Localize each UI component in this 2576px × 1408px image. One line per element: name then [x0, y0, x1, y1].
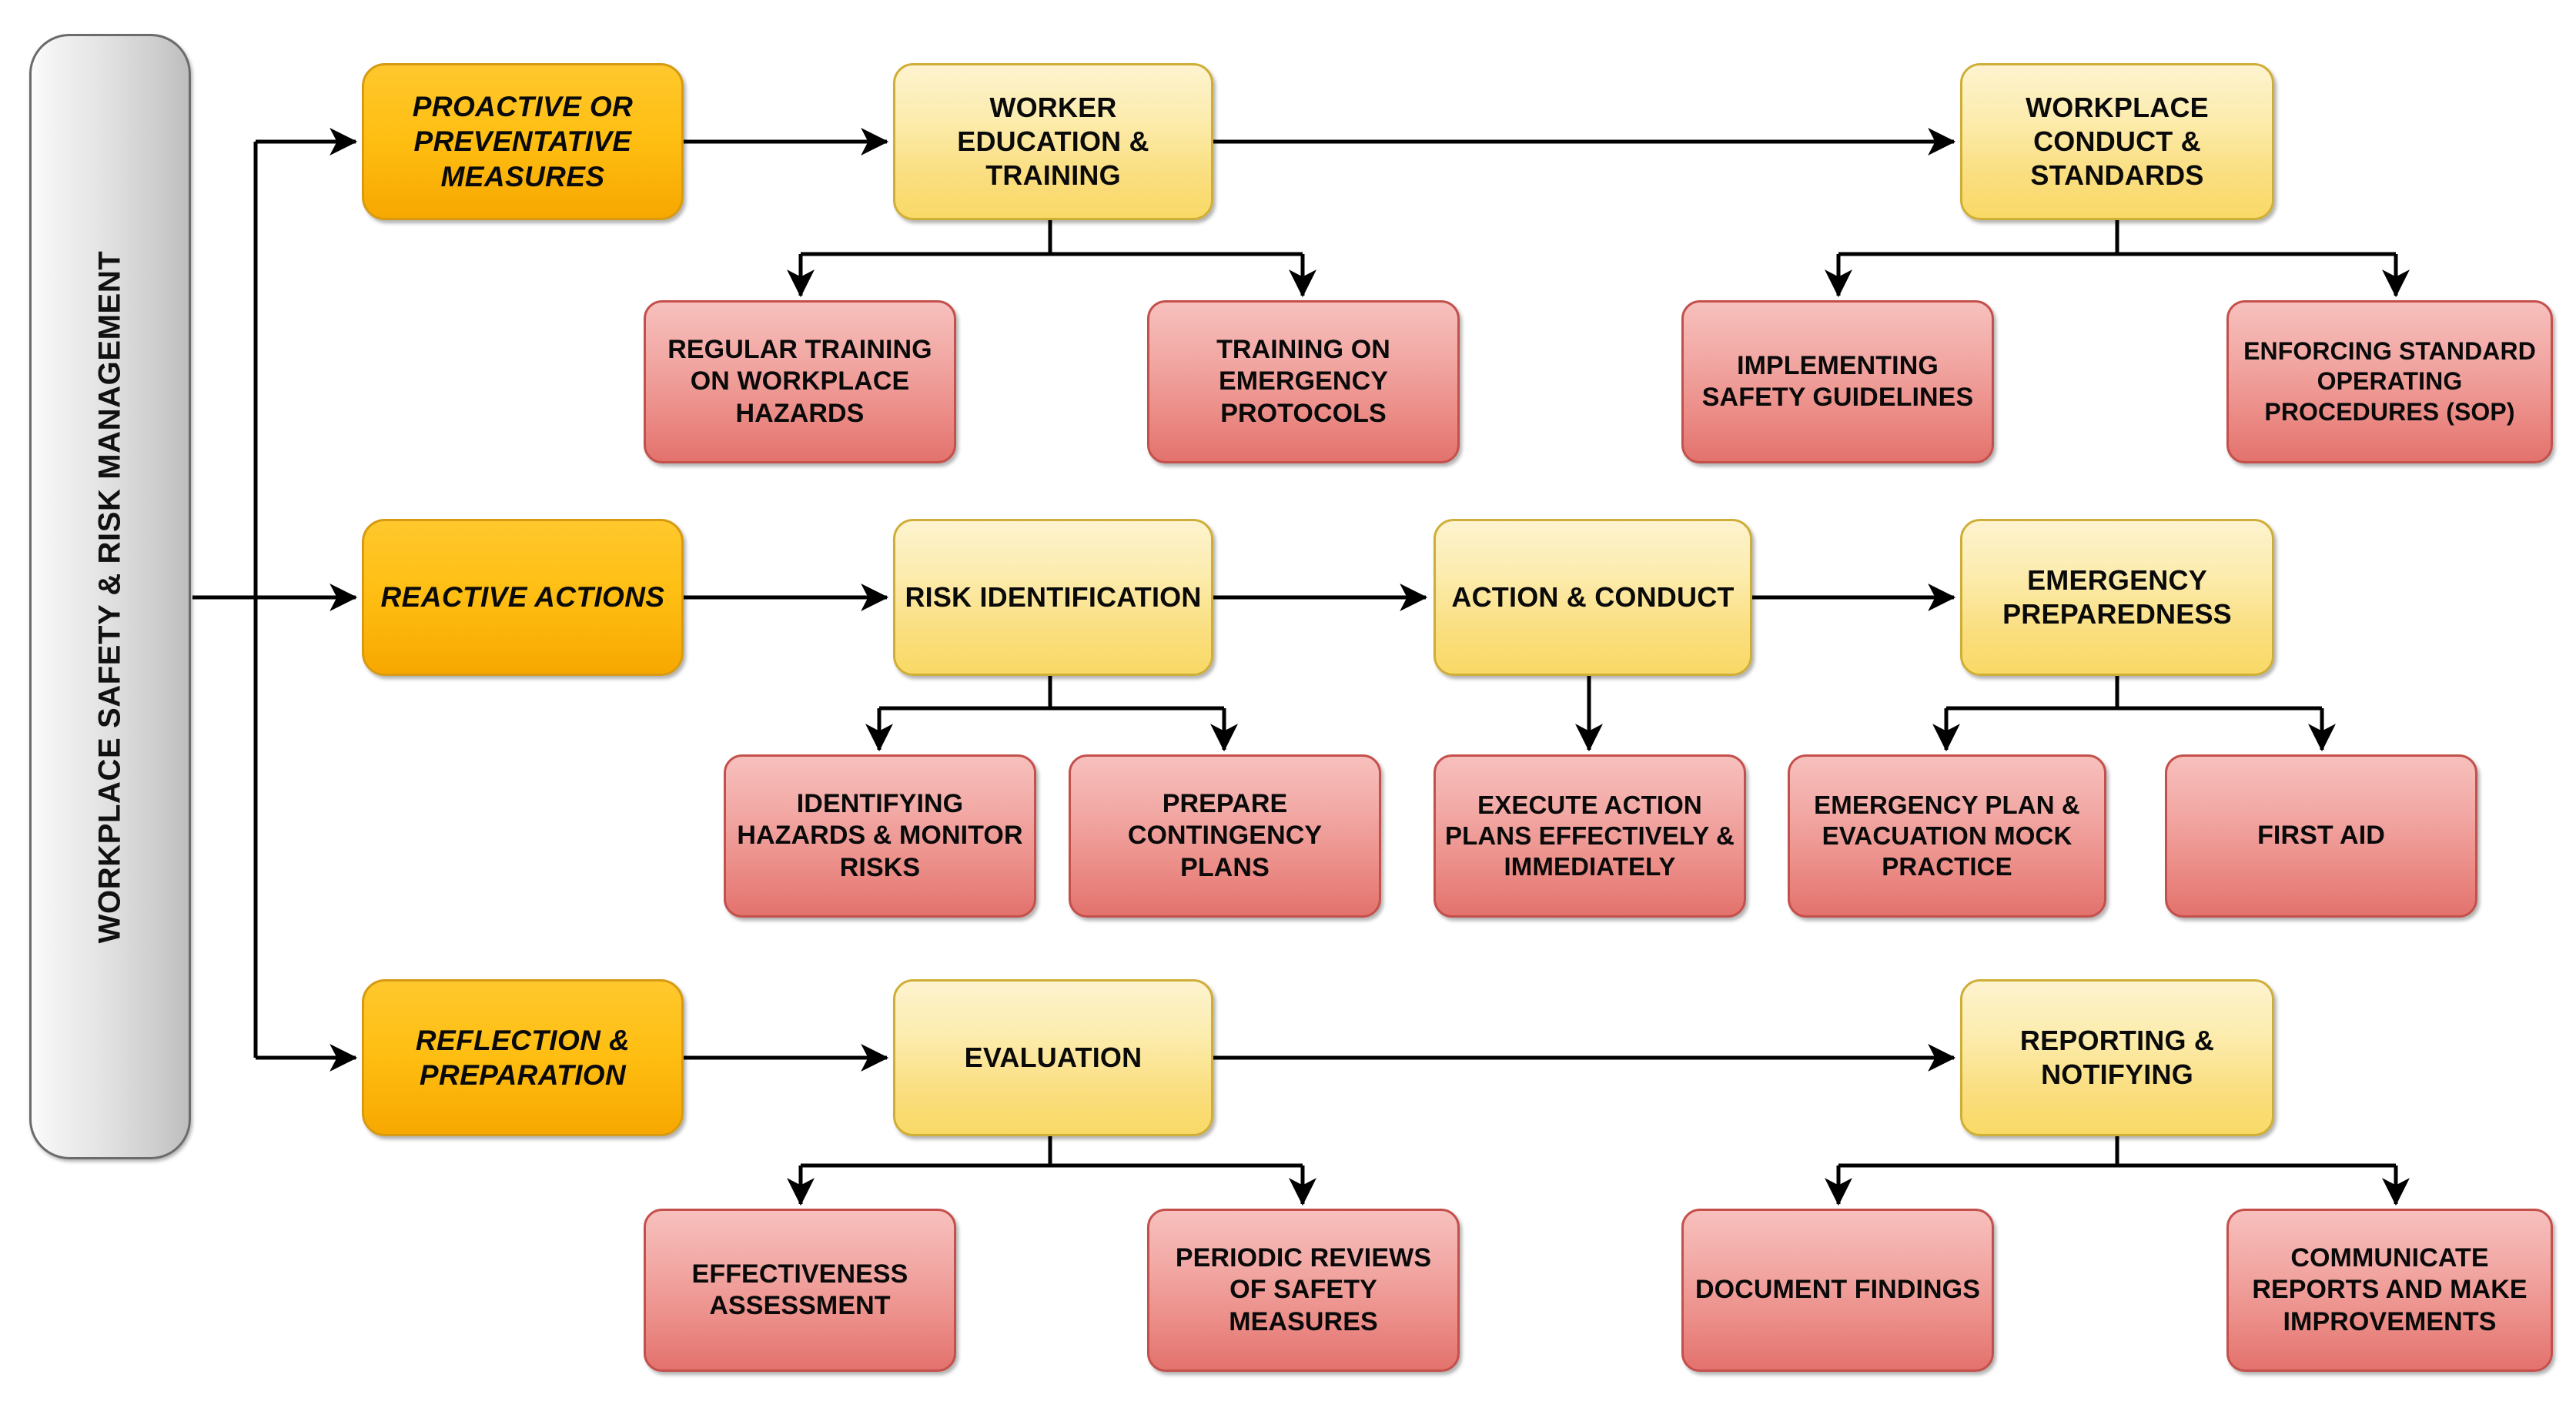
- leaf-node-identifying-hazards-monitor-risks[interactable]: IDENTIFYING HAZARDS & MONITOR RISKS: [724, 754, 1036, 918]
- leaf-node-communicate-reports-make-improvements[interactable]: COMMUNICATE REPORTS AND MAKE IMPROVEMENT…: [2226, 1209, 2553, 1372]
- stage-node-emergency-preparedness[interactable]: EMERGENCY PREPAREDNESS: [1960, 519, 2274, 676]
- leaf-label: DOCUMENT FINDINGS: [1694, 1275, 1981, 1305]
- leaf-node-regular-training-workplace-hazards[interactable]: REGULAR TRAINING ON WORKPLACE HAZARDS: [644, 300, 956, 463]
- category-label: PROACTIVE OR PREVENTATIVE MEASURES: [412, 91, 634, 192]
- leaf-node-document-findings[interactable]: DOCUMENT FINDINGS: [1681, 1209, 1994, 1372]
- root-title-label: WORKPLACE SAFETY & RISK MANAGEMENT: [92, 250, 127, 943]
- category-node-reactive[interactable]: REACTIVE ACTIONS: [362, 519, 684, 676]
- leaf-label: ENFORCING STANDARD OPERATING PROCEDURES …: [2243, 337, 2536, 426]
- category-node-proactive[interactable]: PROACTIVE OR PREVENTATIVE MEASURES: [362, 63, 684, 220]
- leaf-label: PREPARE CONTINGENCY PLANS: [1127, 788, 1323, 882]
- leaf-label: TRAINING ON EMERGENCY PROTOCOLS: [1216, 334, 1390, 428]
- stage-label: REPORTING & NOTIFYING: [2019, 1025, 2215, 1090]
- stage-node-reporting-notifying[interactable]: REPORTING & NOTIFYING: [1960, 979, 2274, 1136]
- leaf-node-periodic-reviews-safety-measures[interactable]: PERIODIC REVIEWS OF SAFETY MEASURES: [1147, 1209, 1460, 1372]
- stage-node-worker-education-training[interactable]: WORKER EDUCATION & TRAINING: [893, 63, 1213, 220]
- stage-node-evaluation[interactable]: EVALUATION: [893, 979, 1213, 1136]
- leaf-label: IDENTIFYING HAZARDS & MONITOR RISKS: [737, 788, 1023, 882]
- leaf-node-training-emergency-protocols[interactable]: TRAINING ON EMERGENCY PROTOCOLS: [1147, 300, 1460, 463]
- leaf-label: PERIODIC REVIEWS OF SAFETY MEASURES: [1175, 1242, 1432, 1336]
- leaf-label: EXECUTE ACTION PLANS EFFECTIVELY & IMMED…: [1445, 790, 1735, 881]
- leaf-node-execute-action-plans[interactable]: EXECUTE ACTION PLANS EFFECTIVELY & IMMED…: [1434, 754, 1746, 918]
- leaf-label: EMERGENCY PLAN & EVACUATION MOCK PRACTIC…: [1814, 790, 2080, 881]
- leaf-node-enforcing-sop[interactable]: ENFORCING STANDARD OPERATING PROCEDURES …: [2226, 300, 2553, 463]
- root-title-bar[interactable]: WORKPLACE SAFETY & RISK MANAGEMENT: [29, 34, 191, 1159]
- category-node-reflection[interactable]: REFLECTION & PREPARATION: [362, 979, 684, 1136]
- category-label: REFLECTION & PREPARATION: [415, 1024, 631, 1091]
- leaf-label: EFFECTIVENESS ASSESSMENT: [691, 1259, 908, 1320]
- leaf-node-emergency-plan-evacuation-mock-practice[interactable]: EMERGENCY PLAN & EVACUATION MOCK PRACTIC…: [1788, 754, 2106, 918]
- leaf-node-effectiveness-assessment[interactable]: EFFECTIVENESS ASSESSMENT: [644, 1209, 956, 1372]
- leaf-node-prepare-contingency-plans[interactable]: PREPARE CONTINGENCY PLANS: [1069, 754, 1381, 918]
- stage-label: RISK IDENTIFICATION: [905, 581, 1202, 614]
- stage-label: EMERGENCY PREPAREDNESS: [2002, 564, 2232, 630]
- stage-node-action-conduct[interactable]: ACTION & CONDUCT: [1434, 519, 1752, 676]
- leaf-label: COMMUNICATE REPORTS AND MAKE IMPROVEMENT…: [2252, 1242, 2527, 1336]
- leaf-node-implementing-safety-guidelines[interactable]: IMPLEMENTING SAFETY GUIDELINES: [1681, 300, 1994, 463]
- leaf-label: IMPLEMENTING SAFETY GUIDELINES: [1701, 350, 1974, 412]
- stage-label: EVALUATION: [964, 1042, 1142, 1074]
- stage-label: WORKPLACE CONDUCT & STANDARDS: [2026, 92, 2209, 191]
- leaf-node-first-aid[interactable]: FIRST AID: [2165, 754, 2477, 918]
- stage-label: ACTION & CONDUCT: [1451, 581, 1735, 614]
- leaf-label: REGULAR TRAINING ON WORKPLACE HAZARDS: [667, 334, 932, 428]
- stage-node-risk-identification[interactable]: RISK IDENTIFICATION: [893, 519, 1213, 676]
- leaf-label: FIRST AID: [2257, 821, 2385, 851]
- stage-node-workplace-conduct-standards[interactable]: WORKPLACE CONDUCT & STANDARDS: [1960, 63, 2274, 220]
- category-label: REACTIVE ACTIONS: [380, 581, 665, 614]
- stage-label: WORKER EDUCATION & TRAINING: [957, 92, 1149, 191]
